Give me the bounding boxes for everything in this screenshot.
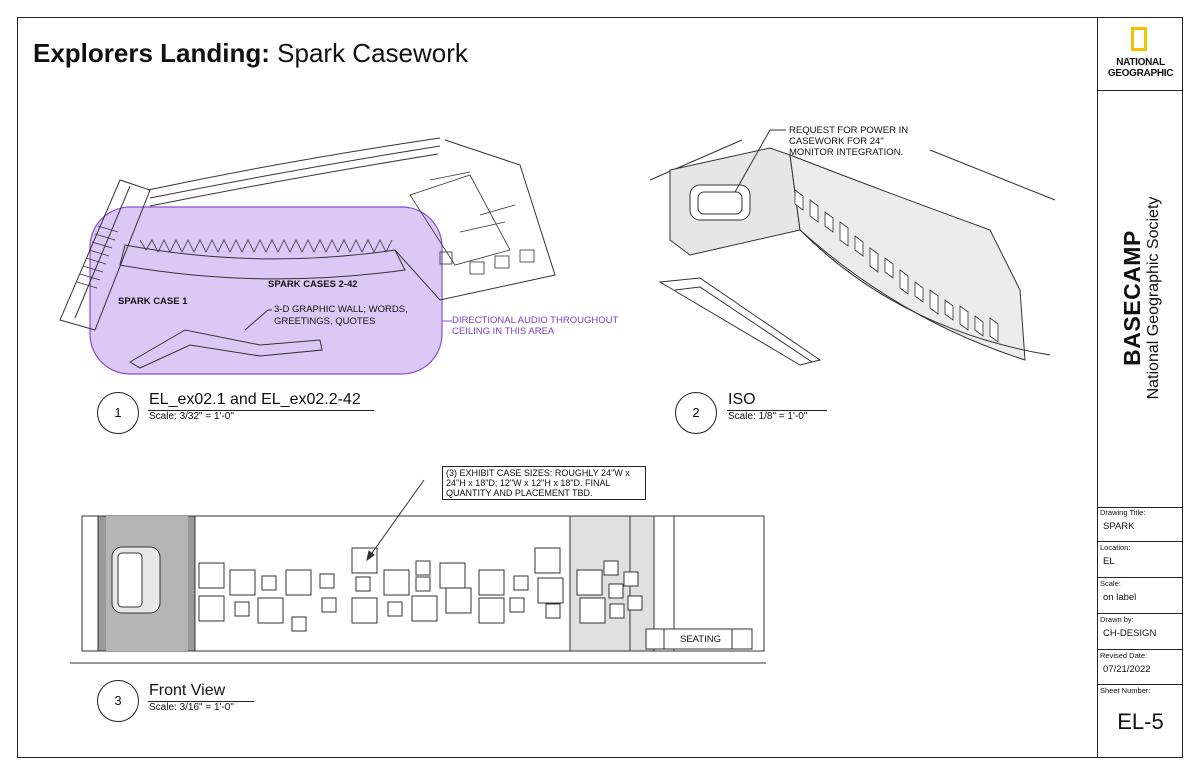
audio-zone-highlight — [89, 206, 443, 375]
field-label: Location: — [1100, 543, 1131, 552]
field-value: EL — [1103, 556, 1115, 567]
national-geographic-logo: NATIONAL GEOGRAPHIC — [1098, 17, 1183, 91]
field-revised-date: Revised Date: 07/21/2022 — [1098, 650, 1183, 685]
view-2-underline — [727, 410, 827, 411]
field-drawing-title: Drawing Title: SPARK — [1098, 507, 1183, 542]
field-value: CH-DESIGN — [1103, 628, 1157, 639]
view-2-number: 2 — [675, 392, 717, 434]
field-location: Location: EL — [1098, 542, 1183, 578]
view-1-number: 1 — [97, 392, 139, 434]
plan-view — [59, 137, 556, 375]
logo-text: NATIONAL GEOGRAPHIC — [1098, 57, 1183, 79]
label-audio-2: CEILING IN THIS AREA — [452, 326, 555, 337]
view-3-title: Front View — [149, 682, 226, 699]
view-2-title: ISO — [728, 391, 756, 408]
label-power-2: CASEWORK FOR 24" — [789, 136, 884, 147]
view-3-underline — [148, 701, 254, 702]
field-value: 07/21/2022 — [1103, 664, 1151, 675]
view-1-title: EL_ex02.1 and EL_ex02.2-42 — [149, 391, 361, 408]
title-block: NATIONAL GEOGRAPHIC BASECAMP National Ge… — [1097, 17, 1183, 758]
yellow-border-icon — [1131, 27, 1147, 51]
field-sheet-number: Sheet Number: EL-5 — [1098, 685, 1183, 758]
front-elevation-outline — [81, 515, 765, 652]
logo-line2: GEOGRAPHIC — [1107, 68, 1174, 79]
view-1-scale: Scale: 3/32" = 1'-0" — [149, 411, 234, 422]
field-label: Drawing Title: — [1100, 508, 1146, 517]
exhibit-case-grid — [198, 547, 643, 632]
view-2-scale: Scale: 1/8" = 1'-0" — [728, 411, 808, 422]
iso-monitor — [689, 184, 751, 221]
sheet-number: EL-5 — [1117, 709, 1164, 734]
iso-case-cutouts — [794, 189, 999, 343]
view-3-scale: Scale: 3/16" = 1'-0" — [149, 702, 234, 713]
stair-treads — [76, 225, 119, 289]
logo-line1: NATIONAL — [1116, 57, 1165, 68]
view-1-underline — [148, 410, 374, 411]
page-title: Explorers Landing: Spark Casework — [33, 38, 468, 69]
seating-bench — [645, 628, 753, 650]
field-value: on label — [1103, 592, 1137, 603]
iso-curved-wall — [789, 154, 1026, 361]
label-spark-cases: SPARK CASES 2-42 — [268, 279, 358, 290]
label-power-1: REQUEST FOR POWER IN — [789, 125, 909, 136]
front-view — [70, 479, 766, 664]
field-label: Drawn by: — [1100, 615, 1134, 624]
label-seating: SEATING — [680, 634, 721, 645]
label-audio-1: DIRECTIONAL AUDIO THROUGHOUT — [452, 315, 619, 326]
org-sub: National Geographic Society — [1145, 196, 1162, 400]
field-value: SPARK — [1103, 521, 1135, 532]
field-label: Sheet Number: — [1100, 686, 1151, 695]
organization-panel: BASECAMP National Geographic Society — [1098, 90, 1183, 508]
iso-view — [649, 129, 1056, 366]
label-graphic-wall-2: GREETINGS, QUOTES — [274, 316, 376, 327]
label-graphic-wall-1: 3-D GRAPHIC WALL; WORDS, — [274, 304, 408, 315]
drawing-sheet-border — [17, 17, 1183, 758]
page-title-rest: Spark Casework — [269, 38, 468, 68]
page-title-bold: Explorers Landing: — [33, 38, 270, 68]
view-3-number: 3 — [97, 680, 139, 722]
field-drawn-by: Drawn by: CH-DESIGN — [1098, 614, 1183, 650]
label-case-sizes: (3) EXHIBIT CASE SIZES: ROUGHLY 24"W x 2… — [442, 466, 646, 500]
field-label: Revised Date: — [1100, 651, 1148, 660]
label-power-3: MONITOR INTEGRATION. — [789, 147, 904, 158]
org-main: BASECAMP — [1119, 230, 1145, 366]
field-label: Scale: — [1100, 579, 1121, 588]
field-scale: Scale: on label — [1098, 578, 1183, 614]
graphic-wall-loop — [129, 329, 323, 369]
spark-cases-wall — [119, 244, 406, 280]
label-spark-case-1: SPARK CASE 1 — [118, 296, 188, 307]
